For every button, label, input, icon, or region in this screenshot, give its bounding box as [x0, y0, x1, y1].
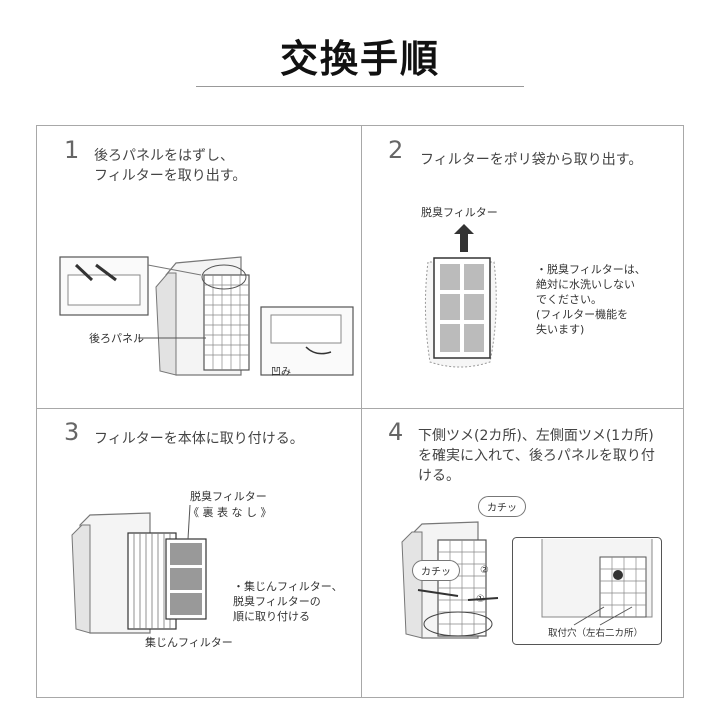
rear-panel-label: 後ろパネル — [89, 332, 144, 345]
step-4-illustration — [401, 521, 499, 639]
horizontal-divider — [36, 408, 684, 409]
step-3-note: ・集じんフィルター、 脱臭フィルターの 順に取り付ける — [233, 580, 343, 623]
step-3-illustration — [71, 504, 207, 634]
click-bubble-left: カチッ — [412, 560, 460, 581]
step-3-text: フィルターを本体に取り付ける。 — [94, 431, 304, 447]
step-2-illustration — [424, 224, 497, 368]
step-2-note: ・脱臭フィルターは、 絶対に水洗いしない でください。 (フィルター機能を 失い… — [536, 263, 646, 336]
step-4-number: 4 — [388, 418, 404, 446]
page-title: 交換手順 — [279, 37, 440, 81]
step-1-illustration — [59, 256, 354, 376]
dust-filter-label: 集じんフィルター — [145, 636, 233, 649]
step-4-detail-inset — [512, 537, 662, 645]
circle-2-label: ② — [480, 565, 489, 576]
step-4-text: 下側ツメ(2カ所)、左側面ツメ(1カ所) を確実に入れて、後ろパネルを取り付 け… — [418, 428, 655, 484]
circle-1-label: ① — [476, 594, 485, 605]
recess-label: 凹み — [271, 367, 291, 378]
title-underline — [196, 86, 524, 87]
step-1-text: 後ろパネルをはずし、 フィルターを取り出す。 — [94, 148, 247, 184]
step-1-number: 1 — [64, 136, 80, 164]
step-2-text: フィルターをポリ袋から取り出す。 — [420, 152, 643, 168]
click-bubble-top: カチッ — [478, 496, 526, 517]
step-2-number: 2 — [388, 136, 404, 164]
deodorizing-filter-label-2: 脱臭フィルター — [421, 206, 498, 219]
step-3-number: 3 — [64, 418, 80, 446]
mount-holes-label: 取付穴（左右二カ所） — [548, 628, 644, 639]
vertical-divider — [361, 125, 362, 698]
steps-frame — [36, 125, 684, 698]
deodorizing-filter-label-3: 脱臭フィルター — [190, 490, 267, 503]
no-front-back-label: 《 裏 表 な し 》 — [188, 506, 272, 519]
